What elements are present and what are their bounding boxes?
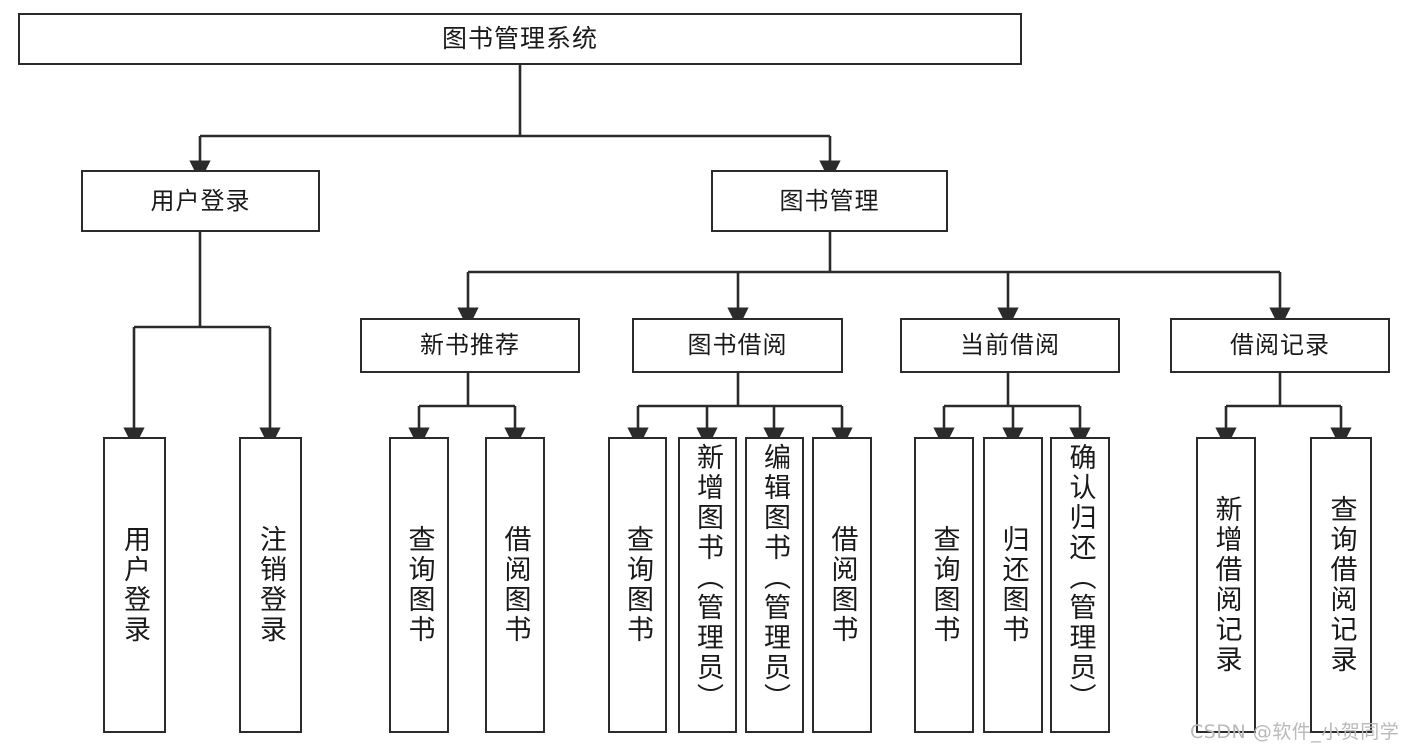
node-leaf-confirm-return[interactable]: 确认归还（管理员） [1050, 437, 1110, 733]
node-leaf-borrow-book-1-label: 借阅图书 [499, 525, 531, 645]
node-root[interactable]: 图书管理系统 [18, 13, 1022, 65]
node-user-login-label: 用户登录 [150, 186, 251, 215]
node-leaf-return-book[interactable]: 归还图书 [983, 437, 1043, 733]
node-leaf-borrow-book-1[interactable]: 借阅图书 [485, 437, 545, 733]
node-leaf-edit-book-label: 编辑图书（管理员） [759, 443, 790, 713]
node-borrow-record[interactable]: 借阅记录 [1170, 318, 1390, 373]
node-leaf-add-record-label: 新增借阅记录 [1210, 495, 1242, 675]
node-root-label: 图书管理系统 [441, 24, 598, 53]
node-new-book-recommend-label: 新书推荐 [420, 331, 520, 360]
node-leaf-query-book-2[interactable]: 查询图书 [608, 437, 667, 733]
node-book-manage[interactable]: 图书管理 [711, 170, 948, 232]
node-leaf-query-book-1[interactable]: 查询图书 [389, 437, 449, 733]
node-leaf-return-book-label: 归还图书 [997, 525, 1029, 645]
node-new-book-recommend[interactable]: 新书推荐 [360, 318, 580, 373]
node-leaf-confirm-return-label: 确认归还（管理员） [1064, 443, 1096, 713]
node-leaf-logout-login-label: 注销登录 [255, 525, 286, 645]
node-leaf-add-record[interactable]: 新增借阅记录 [1196, 437, 1256, 733]
node-leaf-edit-book[interactable]: 编辑图书（管理员） [745, 437, 804, 733]
node-leaf-add-book[interactable]: 新增图书（管理员） [678, 437, 737, 733]
node-current-borrow[interactable]: 当前借阅 [900, 318, 1120, 373]
node-leaf-query-record[interactable]: 查询借阅记录 [1310, 437, 1372, 733]
node-leaf-query-record-label: 查询借阅记录 [1325, 495, 1357, 675]
node-leaf-user-login-label: 用户登录 [119, 525, 150, 645]
csdn-watermark: CSDN @软件_小贺同学 [1190, 721, 1400, 743]
node-borrow-record-label: 借阅记录 [1230, 331, 1330, 360]
node-book-borrow[interactable]: 图书借阅 [632, 318, 843, 373]
node-leaf-query-book-3[interactable]: 查询图书 [914, 437, 974, 733]
node-user-login[interactable]: 用户登录 [81, 170, 320, 232]
node-leaf-user-login[interactable]: 用户登录 [103, 437, 166, 733]
node-leaf-query-book-2-label: 查询图书 [622, 525, 653, 645]
node-leaf-logout-login[interactable]: 注销登录 [239, 437, 302, 733]
node-leaf-borrow-book-2[interactable]: 借阅图书 [812, 437, 872, 733]
node-leaf-query-book-1-label: 查询图书 [403, 525, 435, 645]
node-book-manage-label: 图书管理 [779, 186, 880, 215]
node-current-borrow-label: 当前借阅 [960, 331, 1060, 360]
node-leaf-add-book-label: 新增图书（管理员） [692, 443, 723, 713]
node-leaf-borrow-book-2-label: 借阅图书 [826, 525, 858, 645]
node-book-borrow-label: 图书借阅 [687, 331, 788, 360]
node-leaf-query-book-3-label: 查询图书 [928, 525, 960, 645]
